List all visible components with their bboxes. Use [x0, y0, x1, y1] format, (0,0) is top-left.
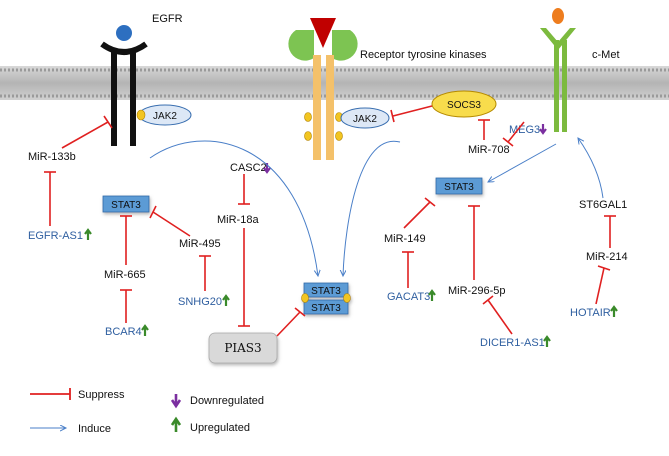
svg-text:Downregulated: Downregulated: [190, 395, 264, 407]
up-arrow-icon: [141, 324, 149, 336]
mir133b-label: MiR-133b: [28, 151, 76, 163]
svg-text:STAT3: STAT3: [311, 286, 341, 297]
cmet-label: c-Met: [592, 49, 620, 61]
svg-text:Induce: Induce: [78, 423, 111, 435]
down-arrow-icon: [539, 124, 547, 135]
induce-edges: [149, 138, 604, 276]
socs3: SOCS3: [431, 90, 497, 118]
gacat3-label: GACAT3: [387, 291, 430, 303]
jak2-mid: JAK2: [340, 107, 390, 129]
jak2-left: JAK2: [136, 104, 192, 126]
cell-membrane: [0, 66, 669, 100]
svg-text:PIAS3: PIAS3: [224, 341, 261, 355]
stat3-left: STAT3: [102, 195, 150, 213]
mir495-label: MiR-495: [179, 238, 221, 250]
up-arrow-icon: [610, 305, 618, 317]
cmet-receptor: c-Met: [540, 8, 620, 132]
egfras1-label: EGFR-AS1: [28, 230, 83, 242]
dicer1as1-label: DICER1-AS1: [480, 337, 545, 349]
up-arrow-icon: [428, 289, 436, 301]
legend-downregulated: Downregulated: [170, 394, 264, 409]
egfr-receptor: EGFR: [100, 13, 183, 146]
mir708-label: MiR-708: [468, 144, 510, 156]
stat3-dimer: STAT3 STAT3: [301, 282, 351, 315]
rtk-label: Receptor tyrosine kinases: [360, 49, 487, 61]
pias3: PIAS3: [208, 332, 278, 364]
mir18a-label: MiR-18a: [217, 214, 259, 226]
up-arrow-icon: [222, 294, 230, 306]
svg-text:SOCS3: SOCS3: [447, 100, 481, 111]
up-arrow-icon: [543, 335, 551, 347]
svg-text:Upregulated: Upregulated: [190, 422, 250, 434]
mir665-label: MiR-665: [104, 269, 146, 281]
stat3-right: STAT3: [435, 177, 483, 195]
svg-text:Suppress: Suppress: [78, 389, 125, 401]
legend-suppress: Suppress: [30, 388, 125, 401]
mir149-label: MiR-149: [384, 233, 426, 245]
mir214-label: MiR-214: [586, 251, 628, 263]
st6gal1-label: ST6GAL1: [579, 199, 627, 211]
hotair-label: HOTAIR: [570, 307, 611, 319]
bcar4-label: BCAR4: [105, 326, 142, 338]
up-arrow-icon: [170, 416, 182, 432]
mir2965p-label: MiR-296-5p: [448, 285, 505, 297]
svg-text:STAT3: STAT3: [444, 182, 474, 193]
svg-text:STAT3: STAT3: [111, 200, 141, 211]
regulation-arrows: [84, 124, 618, 347]
up-arrow-icon: [84, 228, 92, 240]
meg3-label: MEG3: [509, 124, 540, 136]
svg-text:STAT3: STAT3: [311, 303, 341, 314]
svg-text:JAK2: JAK2: [153, 111, 177, 122]
legend: Suppress Induce Downregulated Upregulate…: [30, 388, 264, 435]
suppress-edges: [44, 105, 616, 337]
egfr-label: EGFR: [152, 13, 183, 25]
rtk-receptor: Receptor tyrosine kinases: [288, 18, 487, 160]
svg-text:JAK2: JAK2: [353, 114, 377, 125]
legend-induce: Induce: [30, 423, 111, 435]
snhg20-label: SNHG20: [178, 296, 222, 308]
legend-upregulated: Upregulated: [170, 416, 250, 434]
casc2-label: CASC2: [230, 162, 267, 174]
down-arrow-icon: [170, 394, 182, 409]
